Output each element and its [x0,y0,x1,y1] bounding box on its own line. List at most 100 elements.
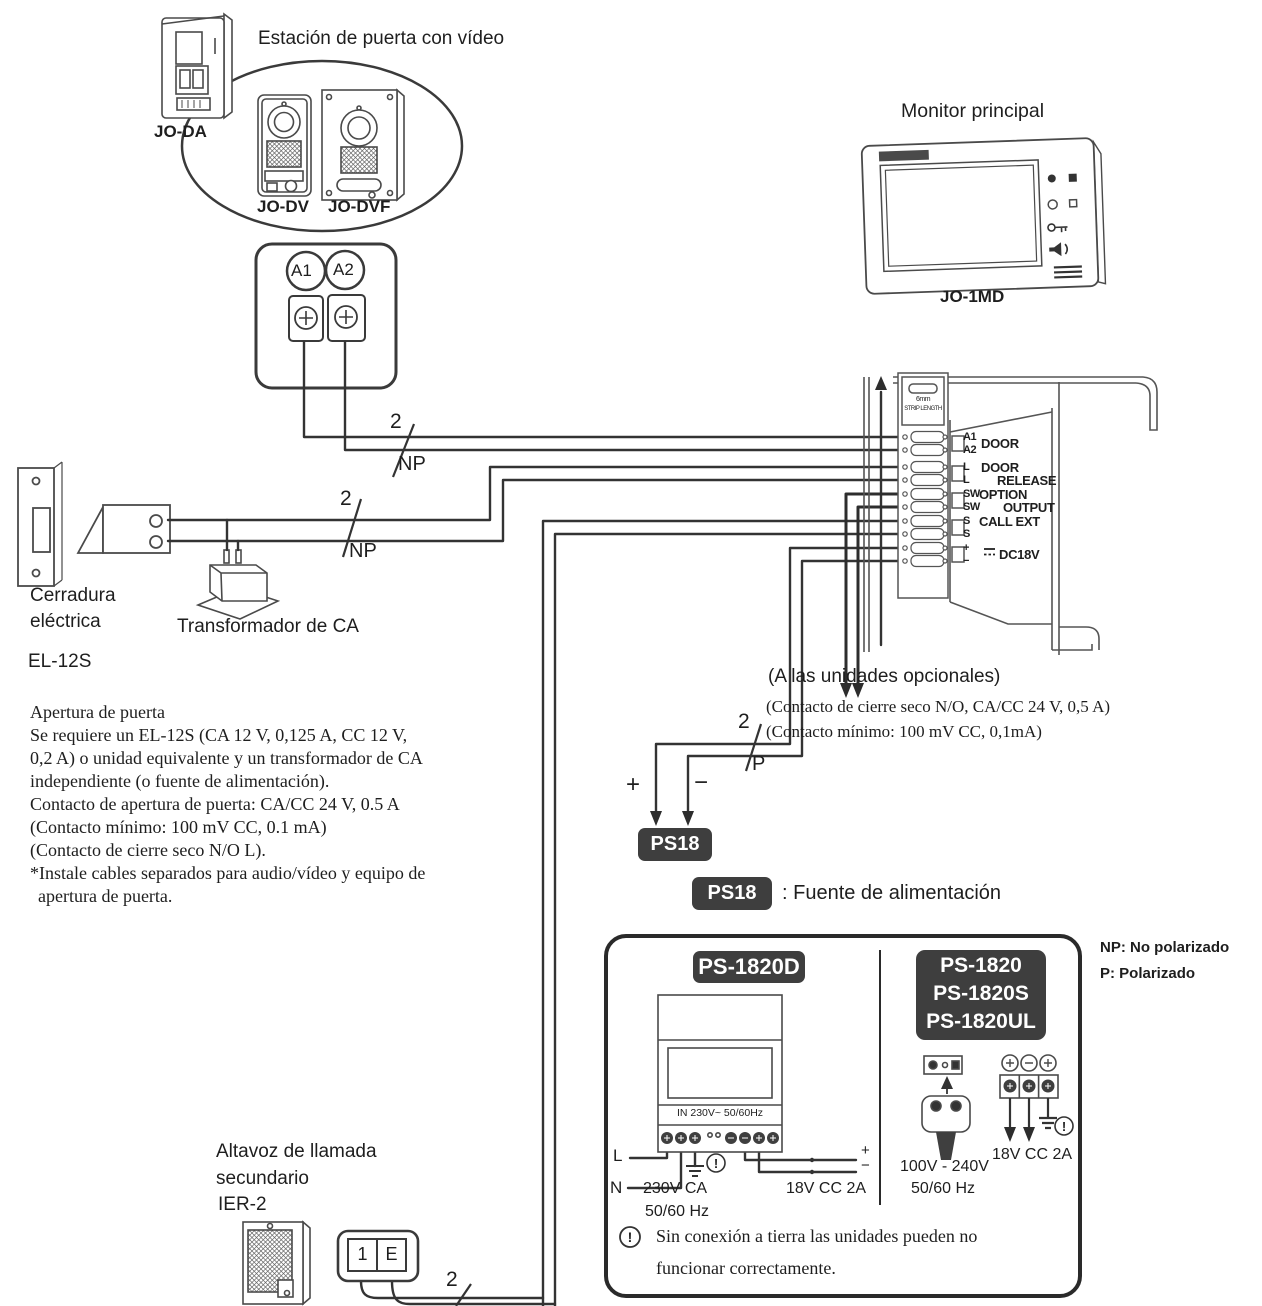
door-release-note-line: (Contacto mínimo: 100 mV CC, 0.1 mA) [30,817,327,837]
power-supply-box [604,934,1082,1298]
ier2-terminal-e: E [385,1244,398,1264]
door-release-note-line: *Instale cables separados para audio/víd… [30,863,426,883]
polarity-np-legend: NP: No polarizado [1100,939,1230,956]
wire-count-label: 2 [390,410,402,433]
ps-1820d-illustration [657,994,815,1177]
wire-count-label: 2 [738,710,750,733]
lock-label-line2: eléctrica [30,611,101,632]
door-release-note-line: independiente (o fuente de alimentación)… [30,771,330,791]
el-12s-label: EL-12S [28,651,92,672]
optional-units-spec1: (Contacto de cierre seco N/O, CA/CC 24 V… [766,697,1111,716]
warning-marks: ! ! ! [628,1119,1067,1245]
line-terminal-label: L [613,1146,623,1165]
terminal-plus: + [963,542,969,554]
terminal-label-door2: DOOR [981,460,1019,475]
jo-da-illustration [161,12,233,120]
wire-count-label: 2 [446,1268,458,1291]
right-freq-label: 50/60 Hz [911,1180,976,1197]
wire-count-slashes [341,423,763,1306]
ps-1820-badge: PS-1820 PS-1820S PS-1820UL [916,950,1046,1040]
ier2-terminal-1: 1 [357,1244,368,1264]
jo-da-label: JO-DA [154,122,207,141]
strip-length-label: STRIP LENGTH [904,406,942,412]
terminal-label-option: OPTION [979,487,1028,502]
ps-1820d-input-label: IN 230V~ 50/60Hz [676,1107,764,1119]
wire-np-label: NP [398,453,426,475]
svg-text:!: ! [714,1156,718,1171]
monitor-bracket-illustration [863,376,1158,655]
transformer-label: Transformador de CA [177,616,359,637]
door-release-note-line: Contacto de apertura de puerta: CA/CC 24… [30,794,400,814]
terminal-strip-module [897,372,995,599]
ps-1820-model: PS-1820 [940,954,1022,977]
terminal-label-output: OUTPUT [1003,500,1055,515]
electric-lock-illustration [17,461,171,587]
ground-note-line2: funcionar correctamente. [656,1258,836,1278]
left-output-plus: + [861,1142,870,1159]
left-voltage-label: 230V CA [643,1180,708,1197]
speaker-label-line1: Altavoz de llamada [216,1141,377,1162]
terminal-a1: A1 [963,431,977,443]
speaker-label-line2: secundario [216,1168,309,1189]
wiring-lines [166,340,900,1306]
terminal-s2: S [963,528,970,540]
right-voltage-label: 100V - 240V [900,1158,989,1175]
terminal-a2: A2 [963,444,977,456]
terminal-l1: L [963,461,970,473]
terminal-minus: − [963,555,969,567]
wire-count-label: 2 [340,487,352,510]
monitor-title: Monitor principal [901,100,1045,122]
polarity-p-legend: P: Polarizado [1100,965,1196,982]
door-release-note-line: 0,2 A) o unidad equivalente y un transfo… [30,748,423,768]
svg-text:!: ! [1062,1119,1066,1134]
terminal-label-call-ext: CALL EXT [979,514,1040,529]
door-release-note-line: (Contacto de cierre seco N/O L). [30,840,266,860]
terminal-sw2: SW [963,501,980,513]
ps18-legend-text: : Fuente de alimentación [782,882,1002,904]
neutral-terminal-label: N [610,1178,623,1197]
terminal-sw1: SW [963,488,980,500]
ground-warning-icon [619,1226,641,1248]
left-freq-label: 50/60 Hz [645,1203,710,1220]
door-release-note-line: Se requiere un EL-12S (CA 12 V, 0,125 A,… [30,725,408,745]
ps18-plus-label: + [626,771,641,798]
terminal-l2: L [963,474,970,486]
terminal-s1: S [963,515,970,527]
ground-note-line1: Sin conexión a tierra las unidades puede… [656,1226,978,1246]
option-output-wires [844,492,898,684]
ps18-legend-badge: PS18 [692,877,772,910]
entry-terminal-block [254,242,398,390]
door-release-note-line: Apertura de puerta [30,702,165,722]
door-station-title: Estación de puerta con vídeo [258,28,505,49]
ier2-model-label: IER-2 [218,1194,267,1215]
strip-length-mm: 6mm [915,396,931,403]
door-release-note-line: apertura de puerta. [38,886,173,906]
ier2-terminal-block [336,1229,420,1283]
jo-dv-label: JO-DV [257,197,309,216]
ier2-speaker-illustration [242,1220,311,1306]
ps-1820s-model: PS-1820S [933,982,1029,1005]
right-output-label: 18V CC 2A [992,1146,1073,1163]
ps-1820ul-model: PS-1820UL [926,1010,1036,1033]
jo-1md-label: JO-1MD [940,287,1005,306]
door-station-ellipse [180,59,464,233]
ac-transformer-illustration [195,549,281,620]
optional-units-title: (A las unidades opcionales) [768,666,1001,687]
terminal-label-door1: DOOR [981,436,1019,451]
lock-label-line1: Cerradura [30,585,116,606]
svg-text:!: ! [628,1229,633,1245]
wire-np-label: NP [349,540,377,562]
wire-arrowheads [650,376,887,826]
ps18-minus-label: − [694,769,709,796]
ps-1820-plug-illustration [921,1055,971,1160]
ps-1820-terminal-illustration [999,1054,1074,1142]
ps18-badge: PS18 [638,828,712,861]
jo-dvf-label: JO-DVF [328,197,391,216]
wire-p-label: P [752,753,766,775]
optional-units-spec2: (Contacto mínimo: 100 mV CC, 0,1mA) [766,722,1042,741]
entry-terminal-a2-label: A2 [333,260,354,279]
terminal-label-release: RELEASE [997,473,1057,488]
jo-dv-illustration [257,94,312,197]
ps-1820d-badge: PS-1820D [693,951,805,983]
